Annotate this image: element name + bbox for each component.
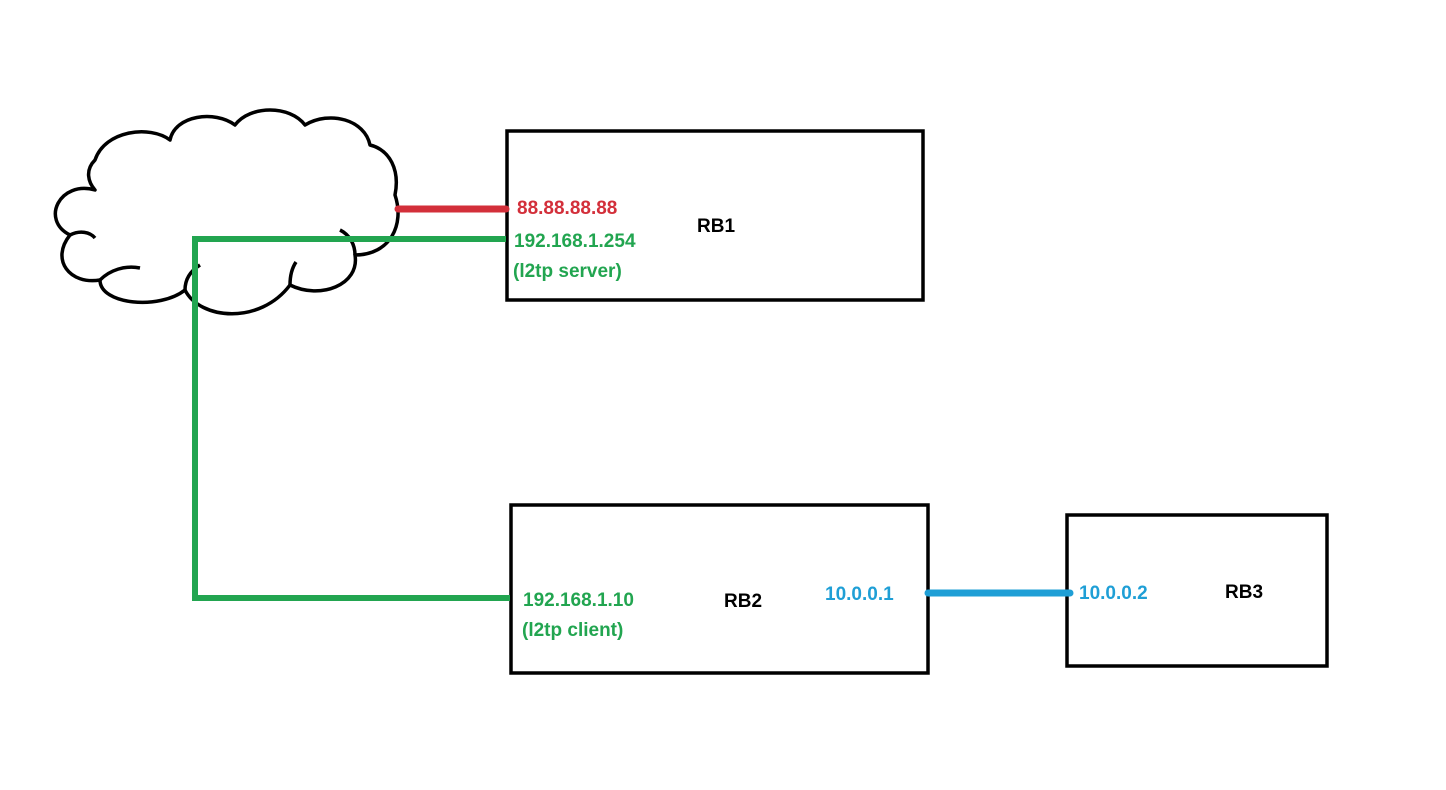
rb1-role: (l2tp server) [513,261,622,282]
cloud-icon [53,108,400,316]
rb2-role: (l2tp client) [522,620,623,641]
rb3-name: RB3 [1225,582,1263,603]
rb1-box[interactable] [505,129,925,302]
rb2-box[interactable] [509,503,930,675]
l2tp-link [192,236,510,601]
rb3-lan-ip: 10.0.0.2 [1079,583,1148,604]
rb1-wan-ip: 88.88.88.88 [517,198,617,219]
rb1-name: RB1 [697,216,735,237]
rb2-lan-ip: 10.0.0.1 [825,584,894,605]
rb2-name: RB2 [724,591,762,612]
rb2-l2tp-ip: 192.168.1.10 [523,590,634,611]
rb1-l2tp-ip: 192.168.1.254 [514,231,636,252]
